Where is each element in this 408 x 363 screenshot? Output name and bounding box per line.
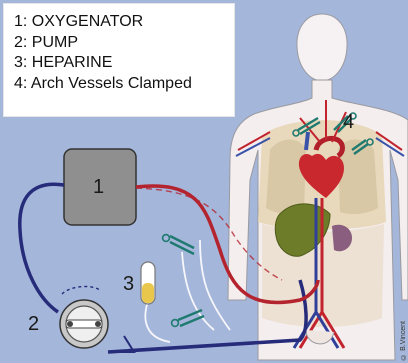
legend-item-arch-vessels: 4: Arch Vessels Clamped xyxy=(14,74,224,95)
callout-arch-vessels: 4 xyxy=(343,111,354,133)
callout-pump: 2 xyxy=(28,313,39,335)
legend-box: 1: OXYGENATOR 2: PUMP 3: HEPARINE 4: Arc… xyxy=(3,3,235,117)
superior-vena-cava xyxy=(306,132,308,150)
legend-item-pump: 2: PUMP xyxy=(14,33,224,54)
legend-item-heparine: 3: HEPARINE xyxy=(14,53,224,74)
author-credit: © B.Vincent xyxy=(400,321,407,360)
callout-heparine: 3 xyxy=(123,273,134,295)
head xyxy=(297,14,347,81)
callout-oxygenator: 1 xyxy=(93,176,104,198)
left-lung xyxy=(266,140,306,215)
heparine-syringe xyxy=(141,262,155,304)
legend-item-oxygenator: 1: OXYGENATOR xyxy=(14,12,224,33)
